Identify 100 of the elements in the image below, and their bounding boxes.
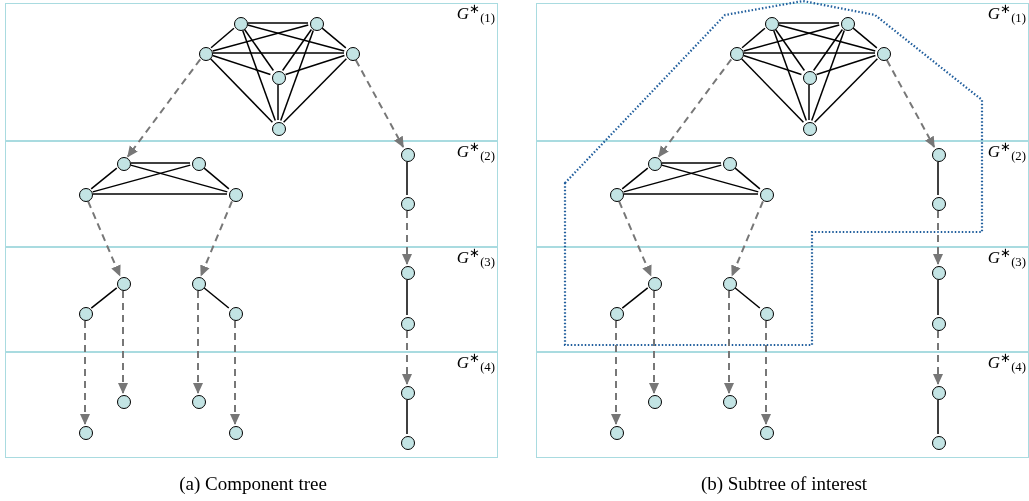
- graph-edge: [284, 54, 346, 76]
- graph-edge: [734, 287, 761, 309]
- graph-edge: [277, 84, 279, 121]
- graph-edge: [621, 287, 649, 309]
- graph-edge: [243, 28, 275, 72]
- graph-vertex: [803, 122, 817, 136]
- graph-edge: [774, 28, 806, 72]
- dashed-arrow: [657, 58, 733, 158]
- graph-vertex: [117, 157, 131, 171]
- level-band: [536, 3, 1029, 141]
- graph-edge: [623, 193, 759, 195]
- dashed-arrow: [87, 200, 121, 277]
- graph-vertex: [723, 157, 737, 171]
- graph-vertex: [310, 17, 324, 31]
- dashed-arrow: [126, 58, 202, 158]
- graph-vertex: [401, 148, 415, 162]
- graph-edge: [406, 161, 408, 196]
- graph-vertex: [932, 148, 946, 162]
- dashed-arrow: [761, 320, 771, 425]
- graph-vertex: [610, 426, 624, 440]
- graph-vertex: [932, 436, 946, 450]
- graph-vertex: [272, 71, 286, 85]
- graph-vertex: [192, 395, 206, 409]
- graph-edge: [734, 167, 761, 190]
- graph-vertex: [192, 157, 206, 171]
- graph-vertex: [199, 47, 213, 61]
- dashed-arrow: [230, 320, 240, 425]
- dashed-arrow: [193, 290, 203, 394]
- dashed-arrow: [885, 59, 936, 148]
- graph-edge: [209, 58, 274, 123]
- graph-vertex: [765, 17, 779, 31]
- graph-vertex: [723, 395, 737, 409]
- graph-edge: [91, 164, 192, 193]
- graph-edge: [211, 54, 272, 76]
- graph-edge: [812, 28, 844, 72]
- graph-vertex: [401, 317, 415, 331]
- graph-edge: [92, 193, 228, 195]
- graph-edge: [406, 399, 408, 435]
- graph-edge: [742, 24, 841, 52]
- graph-edge: [212, 52, 345, 54]
- graph-vertex: [932, 317, 946, 331]
- graph-edge: [321, 27, 347, 49]
- dashed-arrow: [80, 320, 90, 425]
- graph-vertex: [730, 47, 744, 61]
- graph-vertex: [760, 307, 774, 321]
- dashed-arrow: [611, 320, 621, 425]
- graph-vertex: [346, 47, 360, 61]
- graph-vertex: [723, 277, 737, 291]
- graph-edge: [813, 57, 879, 124]
- level-band: [5, 247, 498, 352]
- graph-edge: [937, 399, 939, 435]
- graph-edge: [772, 29, 808, 122]
- graph-edge: [241, 29, 277, 122]
- graph-vertex: [79, 426, 93, 440]
- graph-edge: [129, 164, 229, 193]
- graph-edge: [282, 57, 348, 124]
- dashed-arrow: [402, 210, 412, 265]
- graph-edge: [937, 161, 939, 196]
- graph-edge: [211, 24, 310, 52]
- graph-edge: [660, 164, 760, 193]
- graph-edge: [622, 164, 723, 193]
- graph-edge: [852, 27, 878, 49]
- graph-edge: [778, 22, 840, 24]
- graph-vertex: [932, 386, 946, 400]
- graph-vertex: [932, 197, 946, 211]
- graph-vertex: [841, 17, 855, 31]
- graph-edge: [203, 167, 230, 190]
- graph-vertex: [760, 188, 774, 202]
- graph-edge: [810, 29, 846, 122]
- graph-vertex: [79, 188, 93, 202]
- graph-edge: [808, 84, 810, 121]
- graph-edge: [247, 22, 309, 24]
- graph-edge: [90, 167, 118, 190]
- graph-edge: [742, 54, 803, 76]
- graph-edge: [937, 279, 939, 316]
- graph-edge: [203, 287, 230, 309]
- dashed-arrow: [724, 290, 734, 394]
- graph-vertex: [932, 266, 946, 280]
- dashed-arrow: [933, 330, 943, 385]
- graph-edge: [661, 162, 722, 164]
- dashed-arrow: [618, 200, 652, 277]
- graph-edge: [210, 27, 235, 49]
- graph-edge: [741, 27, 766, 49]
- graph-vertex: [648, 157, 662, 171]
- graph-vertex: [229, 188, 243, 202]
- graph-edge: [815, 54, 877, 76]
- graph-edge: [406, 279, 408, 316]
- graph-vertex: [610, 307, 624, 321]
- graph-vertex: [401, 197, 415, 211]
- dashed-arrow: [118, 290, 128, 394]
- panel-caption: (b) Subtree of interest: [700, 472, 868, 496]
- level-band: [536, 352, 1029, 458]
- graph-vertex: [877, 47, 891, 61]
- graph-edge: [281, 28, 313, 72]
- panel-caption: (a) Component tree: [179, 472, 327, 496]
- level-band: [536, 247, 1029, 352]
- dashed-arrow: [402, 330, 412, 385]
- graph-edge: [743, 52, 876, 54]
- graph-edge: [130, 162, 191, 164]
- dashed-arrow: [354, 59, 405, 148]
